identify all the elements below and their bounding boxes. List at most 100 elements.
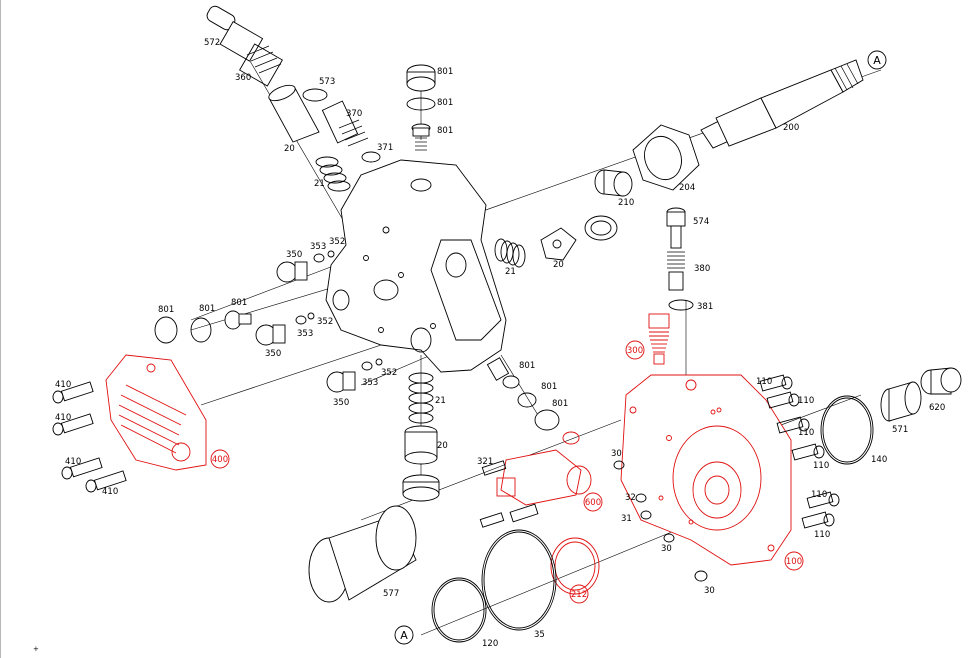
corner-mark: +	[33, 645, 39, 653]
label-110-e: 110	[811, 490, 827, 500]
label-110-d: 110	[813, 461, 829, 471]
callout-300: 300	[625, 340, 645, 360]
callout-400: 400	[210, 449, 230, 469]
label-371: 371	[377, 143, 393, 153]
bushing-210	[594, 169, 633, 197]
label-352-c: 352	[381, 368, 397, 378]
svg-text:A: A	[873, 54, 881, 67]
label-20-lower: 20	[437, 441, 448, 451]
label-801-top-2: 801	[437, 98, 453, 108]
label-21-lower: 21	[435, 396, 446, 406]
label-801-top-1: 801	[437, 67, 453, 77]
oring-35	[481, 529, 557, 631]
label-360: 360	[235, 73, 251, 83]
hex-nut-204	[632, 124, 700, 191]
plug-801-left-stack	[154, 310, 252, 344]
washers-30-31-32	[613, 460, 708, 582]
tappet-20-lower	[402, 425, 440, 502]
sleeve-577	[308, 505, 417, 603]
oring-120	[431, 577, 487, 643]
label-571: 571	[892, 425, 908, 435]
label-20-upper: 20	[284, 144, 295, 154]
label-110-c: 110	[798, 428, 814, 438]
svg-text:100: 100	[786, 557, 802, 567]
label-140: 140	[871, 455, 887, 465]
label-573: 573	[319, 77, 335, 87]
part-labels: 572 360 573 370 371 20 21 801 801 801 20…	[55, 38, 945, 649]
label-21-mid: 21	[505, 267, 516, 277]
label-21-upper: 21	[314, 179, 325, 189]
label-35: 35	[534, 630, 545, 640]
reference-marker-a-bottom: A	[394, 625, 414, 645]
label-410-b: 410	[55, 413, 71, 423]
label-381: 381	[697, 302, 713, 312]
label-801-right-2: 801	[541, 382, 557, 392]
red-callouts: 300 400 600 100 212	[210, 340, 804, 604]
label-370: 370	[346, 109, 362, 119]
label-350-b: 350	[265, 349, 281, 359]
label-801-left-3: 801	[231, 298, 247, 308]
tappet-20-upper	[268, 84, 320, 143]
spring-21-lower	[408, 372, 434, 424]
label-353-b: 353	[297, 329, 313, 339]
label-410-c: 410	[65, 457, 81, 467]
label-572: 572	[204, 38, 220, 48]
callout-212: 212	[569, 584, 589, 604]
svg-text:300: 300	[627, 346, 643, 356]
fitting-360-assembly	[206, 5, 283, 87]
plug-801-top-stack	[406, 64, 436, 151]
label-353-a: 353	[310, 242, 326, 252]
label-352-a: 352	[329, 237, 345, 247]
label-410-a: 410	[55, 380, 71, 390]
cover-400	[105, 354, 207, 471]
label-801-left-1: 801	[158, 305, 174, 315]
label-31: 31	[621, 514, 632, 524]
label-801-right-3: 801	[552, 399, 568, 409]
callout-600: 600	[583, 492, 603, 512]
callout-100: 100	[784, 551, 804, 571]
svg-text:400: 400	[212, 455, 228, 465]
fitting-350-set	[255, 250, 383, 393]
label-574: 574	[693, 217, 709, 227]
cam-ring-20-mid	[540, 215, 618, 261]
label-20-mid: 20	[553, 260, 564, 270]
label-321: 321	[477, 457, 493, 467]
label-352-b: 352	[317, 317, 333, 327]
oring-140	[820, 395, 874, 465]
label-353-c: 353	[362, 378, 378, 388]
label-350-a: 350	[286, 250, 302, 260]
screws-410	[52, 381, 127, 493]
bushing-571	[880, 381, 922, 422]
label-30-b: 30	[661, 544, 672, 554]
label-410-d: 410	[102, 487, 118, 497]
label-210: 210	[618, 198, 634, 208]
label-801-right-1: 801	[519, 361, 535, 371]
label-350-c: 350	[333, 398, 349, 408]
svg-text:600: 600	[585, 498, 601, 508]
drive-shaft-200	[700, 59, 864, 149]
part-573-370-371	[302, 88, 381, 163]
flange-housing-100	[620, 374, 792, 566]
label-801-top-3: 801	[437, 126, 453, 136]
label-30-a: 30	[611, 449, 622, 459]
valve-600	[496, 431, 592, 506]
label-620: 620	[929, 403, 945, 413]
label-200: 200	[783, 123, 799, 133]
label-380: 380	[694, 264, 710, 274]
label-110-a: 110	[756, 377, 772, 387]
plug-801-right-stack	[486, 357, 560, 431]
label-110-b: 110	[798, 396, 814, 406]
screws-321	[479, 460, 539, 528]
label-30-c: 30	[704, 586, 715, 596]
reference-marker-a-top: A	[867, 50, 887, 70]
spring-21-upper	[315, 156, 351, 192]
label-32: 32	[625, 493, 636, 503]
label-801-left-2: 801	[199, 304, 215, 314]
label-110-f: 110	[814, 530, 830, 540]
valve-574-380	[666, 207, 694, 311]
label-577: 577	[383, 589, 399, 599]
label-120: 120	[482, 639, 498, 649]
svg-text:A: A	[400, 629, 408, 642]
